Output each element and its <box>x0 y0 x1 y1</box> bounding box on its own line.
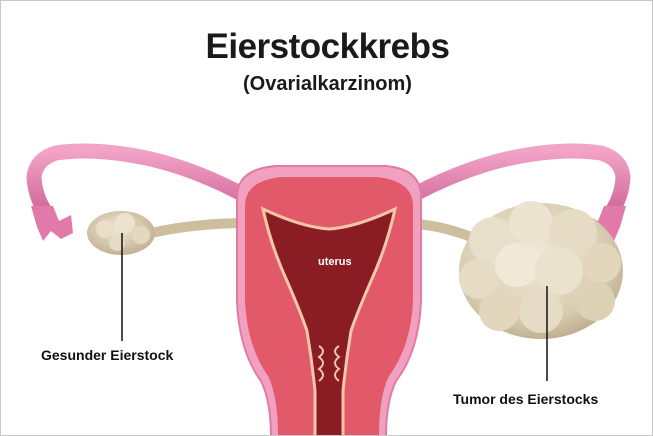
right-fallopian-tube <box>406 151 623 211</box>
healthy-ovary-label: Gesunder Eierstock <box>41 347 173 363</box>
healthy-ovary-shape <box>87 211 155 255</box>
left-ovarian-ligament <box>151 223 249 233</box>
left-fimbriae <box>31 206 73 241</box>
ovary-tumor-label: Tumor des Eierstocks <box>453 391 598 407</box>
uterus-label: uterus <box>318 256 352 268</box>
left-fallopian-tube <box>34 151 251 211</box>
